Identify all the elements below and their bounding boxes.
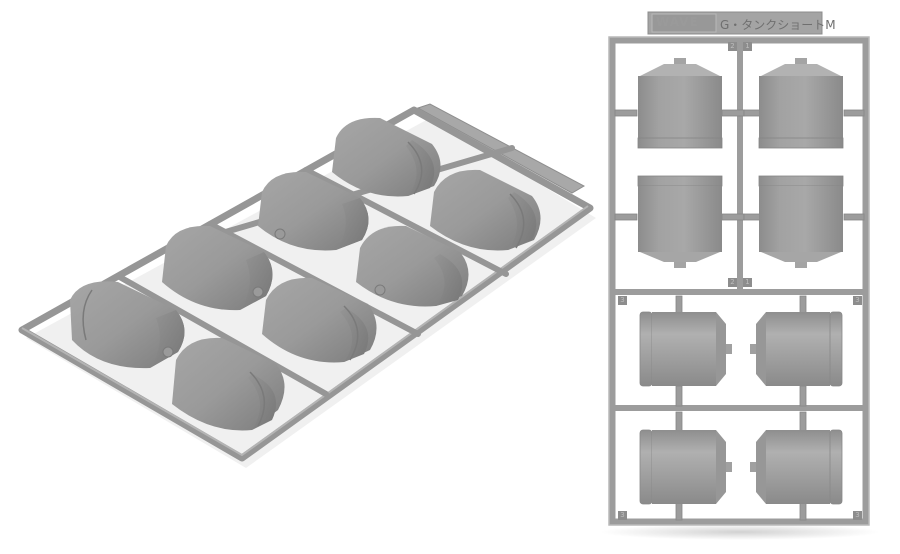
right-tank-upright-3 xyxy=(637,175,723,268)
part-number-tag: 3 xyxy=(618,511,627,520)
right-tank-horizontal-3 xyxy=(639,429,732,505)
part-number-tag: 2 xyxy=(728,42,737,51)
left-tank-2 xyxy=(172,337,285,431)
brand-logo-box xyxy=(651,13,717,33)
left-tank-7 xyxy=(332,117,441,197)
part-number-tag: 2 xyxy=(728,278,737,287)
right-tank-horizontal-1 xyxy=(639,311,732,387)
right-tank-upright-4 xyxy=(758,175,844,268)
part-number-tag: 3 xyxy=(853,296,862,305)
part-number-tag: 1 xyxy=(743,278,752,287)
right-tank-upright-1 xyxy=(637,58,723,149)
right-tank-horizontal-2 xyxy=(750,311,843,387)
left-tank-4 xyxy=(262,277,377,363)
left-sprue xyxy=(18,103,596,468)
brand-logo: WAVE xyxy=(656,15,699,29)
part-number-tag: 3 xyxy=(618,296,627,305)
left-tank-6 xyxy=(356,225,469,307)
right-tank-horizontal-4 xyxy=(750,429,843,505)
left-tank-5 xyxy=(258,171,369,251)
left-tank-3 xyxy=(162,225,273,311)
part-number-tag: 3 xyxy=(853,511,862,520)
left-tank-8 xyxy=(430,169,541,251)
right-sprue xyxy=(600,11,880,540)
right-tank-upright-2 xyxy=(758,58,844,149)
left-tank-1 xyxy=(70,281,185,369)
part-number-tag: 1 xyxy=(743,42,752,51)
product-name-label: G・タンクショートM xyxy=(720,18,836,32)
